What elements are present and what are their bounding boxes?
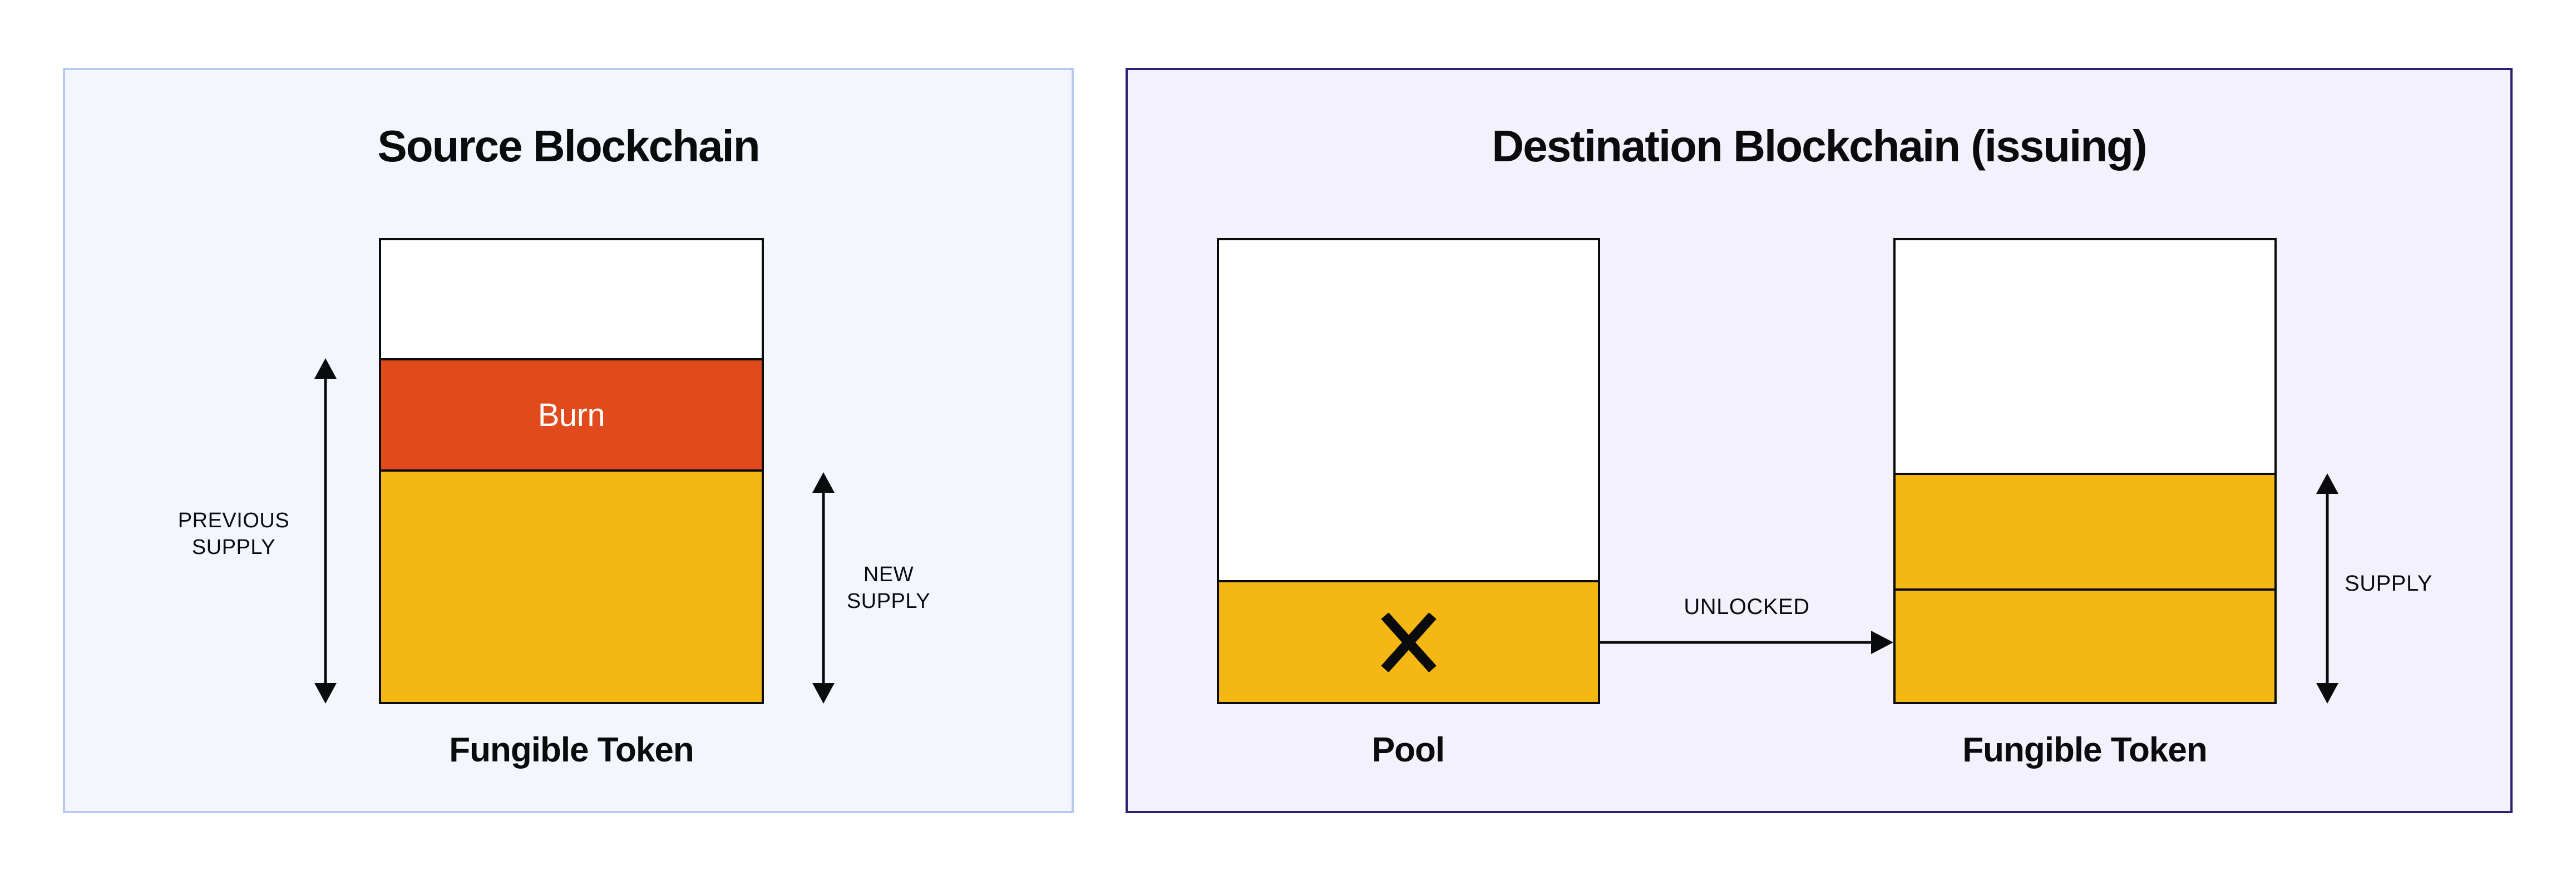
burn-section: Burn xyxy=(381,360,762,469)
issued-supply-section-top xyxy=(1896,475,2274,588)
destination-panel-title: Destination Blockchain (issuing) xyxy=(1492,121,2147,171)
new-supply-arrow-icon xyxy=(812,472,835,704)
previous-supply-label: PREVIOUS SUPPLY xyxy=(106,507,362,561)
source-bar-empty-section xyxy=(381,240,762,358)
pool-bar-divider xyxy=(1219,580,1598,582)
supply-arrow-icon xyxy=(2316,473,2338,704)
pool-bar xyxy=(1217,238,1600,704)
source-bar-divider-bottom xyxy=(381,469,762,472)
new-supply-label-line2: SUPPLY xyxy=(846,590,931,613)
unlocked-label: UNLOCKED xyxy=(1684,595,1810,619)
burn-label: Burn xyxy=(537,397,605,433)
pool-empty-section xyxy=(1219,240,1598,580)
supply-label: SUPPLY xyxy=(2345,571,2432,596)
crossed-out-icon xyxy=(1380,612,1437,672)
issued-supply-section-bottom xyxy=(1896,591,2274,702)
previous-supply-arrow-icon xyxy=(314,358,337,704)
remaining-supply-section xyxy=(381,472,762,702)
source-token-bar: Burn xyxy=(379,238,764,704)
destination-bar-divider-top xyxy=(1896,473,2274,475)
destination-token-bar-label: Fungible Token xyxy=(1962,731,2208,769)
unlocked-arrow-icon xyxy=(1600,631,1893,654)
destination-token-bar xyxy=(1893,238,2277,704)
destination-bar-divider-middle xyxy=(1896,588,2274,591)
source-token-bar-label: Fungible Token xyxy=(449,731,694,769)
destination-bar-empty-section xyxy=(1896,240,2274,473)
pool-locked-section xyxy=(1219,582,1598,702)
new-supply-label: NEW SUPPLY xyxy=(777,561,1000,615)
previous-supply-label-line2: SUPPLY xyxy=(191,536,276,559)
new-supply-label-line1: NEW xyxy=(863,563,914,586)
source-bar-divider-top xyxy=(381,358,762,360)
pool-label: Pool xyxy=(1371,731,1445,769)
previous-supply-label-line1: PREVIOUS xyxy=(177,509,290,532)
source-panel-title: Source Blockchain xyxy=(377,121,760,171)
